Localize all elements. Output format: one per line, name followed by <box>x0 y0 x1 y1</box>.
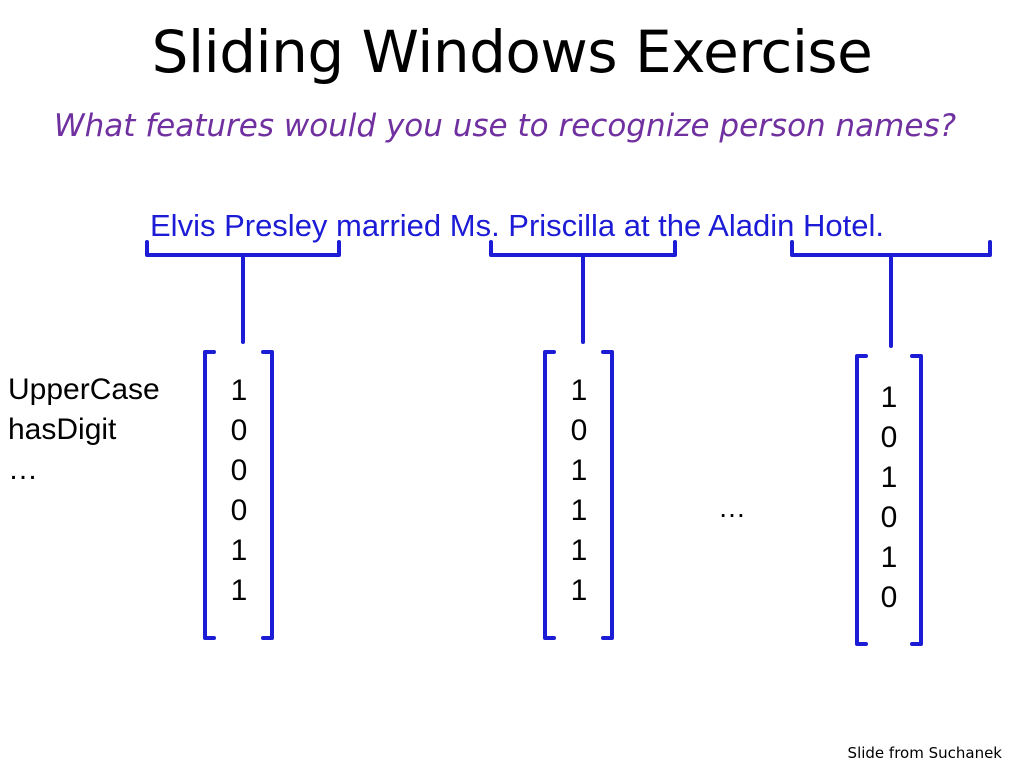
vector-bracket-right-3 <box>910 354 923 646</box>
feature-more: … <box>8 453 38 486</box>
vector-value: 1 <box>230 574 248 607</box>
vector-value: 1 <box>570 374 588 407</box>
feature-list: UpperCase hasDigit … <box>8 370 160 490</box>
slide-credit: Slide from Suchanek <box>847 744 1002 762</box>
sentence-text-1: married <box>327 208 450 243</box>
example-sentence: Elvis Presley married Ms. Priscilla at t… <box>150 208 884 244</box>
vector-bracket-right-2 <box>601 350 614 640</box>
feature-uppercase: UpperCase <box>8 373 160 406</box>
vector-value: 0 <box>880 581 898 614</box>
vector-bracket-left-3 <box>855 354 868 646</box>
feature-vector-1: 1 0 0 0 1 1 <box>219 371 259 611</box>
sentence-window-2: Ms. Priscilla <box>449 208 616 243</box>
vector-value: 0 <box>230 494 248 527</box>
vector-value: 1 <box>880 381 898 414</box>
vector-value: 1 <box>570 454 588 487</box>
vector-value: 0 <box>880 421 898 454</box>
vector-value: 1 <box>880 461 898 494</box>
slide-title: Sliding Windows Exercise <box>151 18 873 86</box>
vector-bracket-left-2 <box>543 350 556 640</box>
sentence-window-3: Aladin Hotel. <box>708 208 884 243</box>
vector-value: 1 <box>570 494 588 527</box>
vector-value: 1 <box>570 534 588 567</box>
sentence-text-2: at the <box>615 208 709 243</box>
vector-value: 1 <box>230 534 248 567</box>
vector-bracket-right-1 <box>261 350 274 640</box>
vector-value: 1 <box>880 541 898 574</box>
sentence-window-1: Elvis Presley <box>150 208 328 243</box>
vector-value: 0 <box>230 454 248 487</box>
vector-value: 0 <box>230 414 248 447</box>
vector-value: 1 <box>570 574 588 607</box>
vector-value: 0 <box>570 414 588 447</box>
feature-vector-2: 1 0 1 1 1 1 <box>559 371 599 611</box>
more-vectors-ellipsis: … <box>718 492 746 523</box>
vector-bracket-left-1 <box>203 350 216 640</box>
vector-value: 0 <box>880 501 898 534</box>
vector-value: 1 <box>230 374 248 407</box>
feature-hasdigit: hasDigit <box>8 413 117 446</box>
slide-subtitle: What features would you use to recognize… <box>53 108 957 144</box>
feature-vector-3: 1 0 1 0 1 0 <box>869 378 909 618</box>
